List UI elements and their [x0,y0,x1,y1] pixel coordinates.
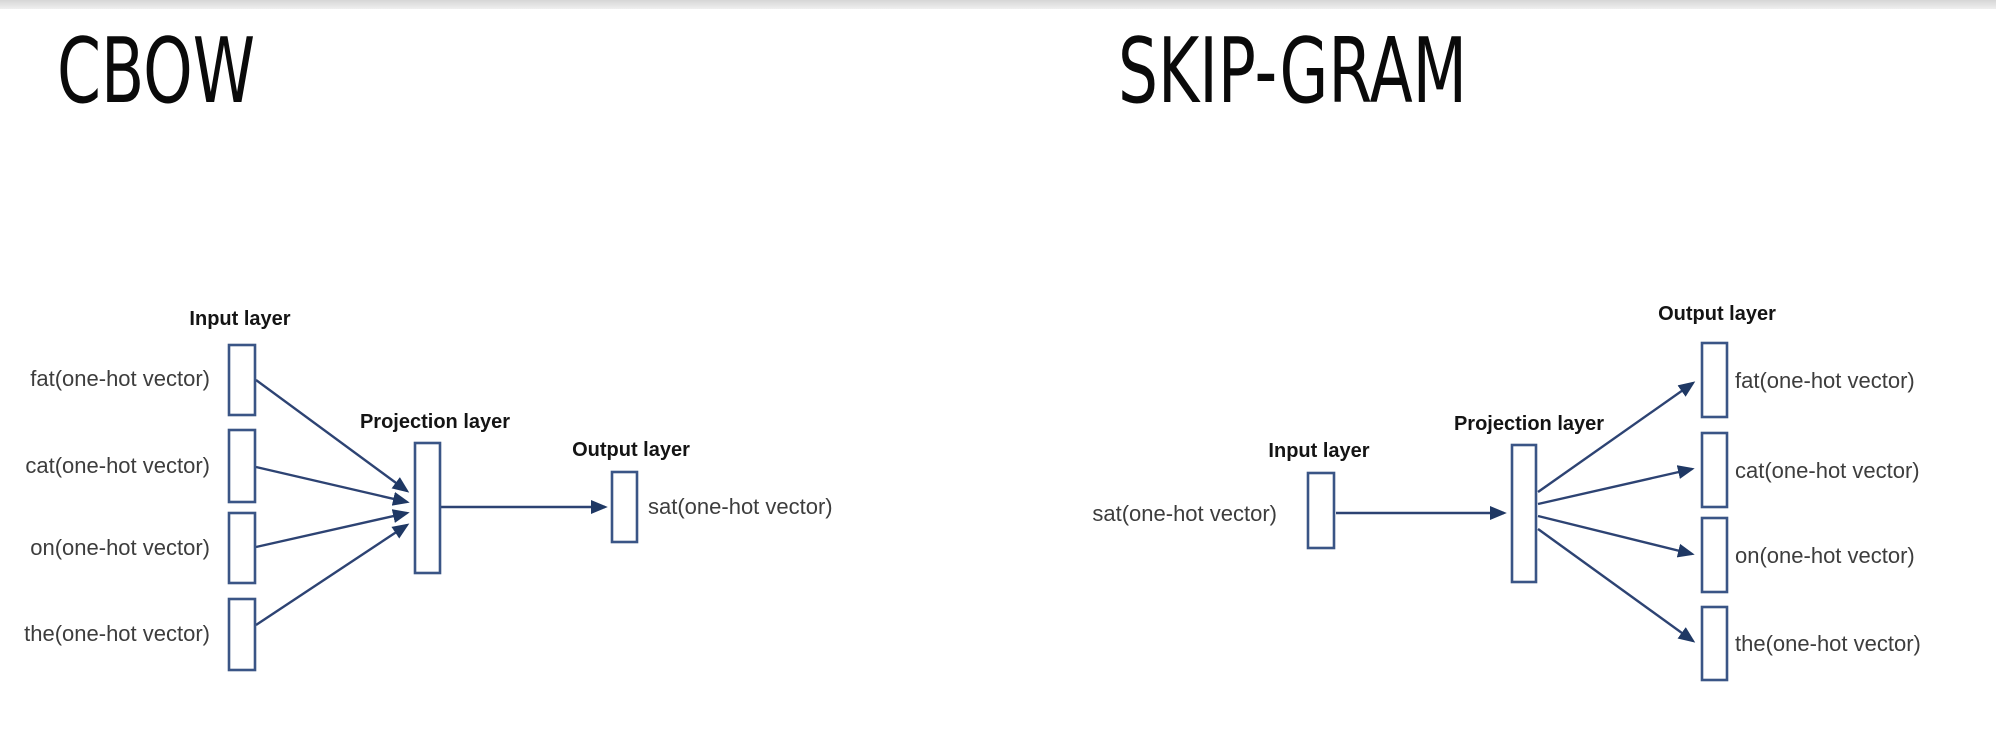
skipgram-input-layer-header: Input layer [1268,440,1370,462]
cbow-output-layer-header: Output layer [572,439,690,461]
skipgram-input-label-sat: sat(one-hot vector) [1092,501,1277,526]
cbow-output-label-sat: sat(one-hot vector) [648,494,833,519]
skipgram-output-label-fat: fat(one-hot vector) [1735,368,1915,393]
cbow-output-box-sat [610,470,639,544]
skipgram-projection-layer-header: Projection layer [1453,413,1605,435]
skipgram-output-box-fat [1700,341,1729,419]
cbow-projection-layer-header: Projection layer [359,411,511,433]
cbow-input-layer-header: Input layer [189,308,291,330]
cbow-input-box-fat [227,343,257,417]
skipgram-input-box-sat [1306,471,1336,550]
cbow-projection-box [413,441,442,575]
skipgram-output-label-the: the(one-hot vector) [1735,631,1921,656]
skipgram-output-box-the [1700,605,1729,682]
cbow-title: CBOW [57,19,255,124]
skipgram-line-projection-to-cat [1537,465,1695,506]
cbow-input-box-the [227,597,257,672]
skipgram-output-label-on: on(one-hot vector) [1735,543,1915,568]
cbow-input-label-cat: cat(one-hot vector) [25,453,210,478]
cbow-input-box-on [227,511,257,585]
skipgram-output-layer-header: Output layer [1658,303,1776,325]
cbow-input-label-on: on(one-hot vector) [30,535,210,560]
skipgram-line-projection-to-on [1537,514,1695,558]
skipgram-output-box-cat [1700,431,1729,509]
cbow-input-box-cat [227,428,257,504]
top-edge-band [0,0,1996,9]
skipgram-output-label-cat: cat(one-hot vector) [1735,458,1920,483]
cbow-line-fat-to-projection [255,379,410,493]
skipgram-line-projection-to-the [1537,528,1696,643]
skipgram-line-projection-to-fat [1537,381,1696,493]
skipgram-title: SKIP-GRAM [1118,19,1468,124]
cbow-input-label-fat: fat(one-hot vector) [30,366,210,391]
skipgram-output-box-on [1700,516,1729,594]
skipgram-projection-box [1510,443,1538,584]
cbow-line-the-to-projection [255,523,410,627]
cbow-input-label-the: the(one-hot vector) [24,621,210,646]
cbow-line-on-to-projection [255,509,410,549]
cbow-line-cat-to-projection [255,465,410,506]
